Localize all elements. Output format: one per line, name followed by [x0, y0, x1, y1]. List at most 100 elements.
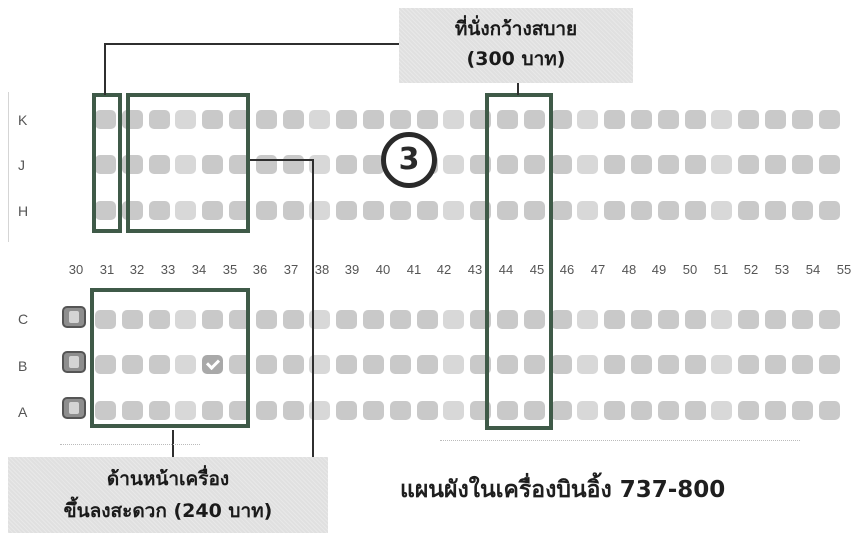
seat[interactable]: [658, 355, 679, 374]
seat[interactable]: [792, 110, 813, 129]
seat[interactable]: [685, 201, 706, 220]
seat[interactable]: [658, 401, 679, 420]
seat[interactable]: [577, 155, 598, 174]
seat[interactable]: [711, 310, 732, 329]
seat[interactable]: [417, 355, 438, 374]
seat[interactable]: [122, 401, 143, 420]
seat[interactable]: [229, 201, 250, 220]
seat[interactable]: [443, 401, 464, 420]
seat[interactable]: [363, 110, 384, 129]
seat[interactable]: [309, 155, 330, 174]
seat[interactable]: [792, 401, 813, 420]
seat[interactable]: [202, 110, 223, 129]
seat[interactable]: [497, 401, 518, 420]
seat[interactable]: [631, 201, 652, 220]
seat[interactable]: [738, 110, 759, 129]
seat[interactable]: [819, 401, 840, 420]
seat[interactable]: [524, 310, 545, 329]
seat[interactable]: [738, 401, 759, 420]
seat[interactable]: [417, 201, 438, 220]
seat[interactable]: [202, 201, 223, 220]
seat[interactable]: [711, 155, 732, 174]
seat[interactable]: [685, 401, 706, 420]
seat[interactable]: [577, 110, 598, 129]
seat[interactable]: [604, 355, 625, 374]
seat[interactable]: [443, 355, 464, 374]
seat[interactable]: [336, 401, 357, 420]
seat[interactable]: [363, 355, 384, 374]
seat[interactable]: [577, 401, 598, 420]
seat[interactable]: [551, 155, 572, 174]
seat[interactable]: [577, 310, 598, 329]
seat[interactable]: [256, 355, 277, 374]
seat[interactable]: [551, 310, 572, 329]
seat[interactable]: [363, 310, 384, 329]
seat[interactable]: [524, 155, 545, 174]
seat[interactable]: [819, 310, 840, 329]
seat[interactable]: [336, 110, 357, 129]
seat[interactable]: [336, 155, 357, 174]
seat[interactable]: [256, 401, 277, 420]
seat[interactable]: [658, 310, 679, 329]
seat[interactable]: [390, 355, 411, 374]
seat[interactable]: [309, 110, 330, 129]
seat[interactable]: [175, 310, 196, 329]
seat[interactable]: [256, 201, 277, 220]
seat[interactable]: [524, 201, 545, 220]
seat[interactable]: [765, 155, 786, 174]
seat[interactable]: [711, 110, 732, 129]
seat[interactable]: [175, 201, 196, 220]
seat[interactable]: [202, 155, 223, 174]
seat[interactable]: [765, 201, 786, 220]
seat[interactable]: [256, 310, 277, 329]
seat[interactable]: [202, 310, 223, 329]
seat[interactable]: [765, 401, 786, 420]
selected-seat-check-icon[interactable]: [202, 355, 223, 374]
seat[interactable]: [685, 155, 706, 174]
seat[interactable]: [658, 110, 679, 129]
seat[interactable]: [685, 310, 706, 329]
seat[interactable]: [149, 310, 170, 329]
seat[interactable]: [443, 155, 464, 174]
seat[interactable]: [390, 110, 411, 129]
seat[interactable]: [792, 355, 813, 374]
seat[interactable]: [256, 155, 277, 174]
seat[interactable]: [390, 201, 411, 220]
seat[interactable]: [363, 201, 384, 220]
seat[interactable]: [792, 201, 813, 220]
seat[interactable]: [309, 310, 330, 329]
seat[interactable]: [336, 201, 357, 220]
seat[interactable]: [551, 201, 572, 220]
seat[interactable]: [229, 155, 250, 174]
seat[interactable]: [765, 355, 786, 374]
seat[interactable]: [175, 401, 196, 420]
seat[interactable]: [283, 201, 304, 220]
seat[interactable]: [524, 110, 545, 129]
seat[interactable]: [604, 401, 625, 420]
seat[interactable]: [792, 155, 813, 174]
seat[interactable]: [309, 401, 330, 420]
seat[interactable]: [443, 201, 464, 220]
seat[interactable]: [202, 401, 223, 420]
seat[interactable]: [631, 401, 652, 420]
seat[interactable]: [390, 401, 411, 420]
seat[interactable]: [443, 110, 464, 129]
seat[interactable]: [604, 110, 625, 129]
seat[interactable]: [738, 355, 759, 374]
seat[interactable]: [95, 155, 116, 174]
seat[interactable]: [95, 355, 116, 374]
seat[interactable]: [577, 355, 598, 374]
seat[interactable]: [149, 401, 170, 420]
seat[interactable]: [685, 110, 706, 129]
seat[interactable]: [417, 401, 438, 420]
seat[interactable]: [149, 201, 170, 220]
seat[interactable]: [631, 110, 652, 129]
seat[interactable]: [524, 355, 545, 374]
seat[interactable]: [149, 355, 170, 374]
seat[interactable]: [122, 310, 143, 329]
seat[interactable]: [711, 355, 732, 374]
seat[interactable]: [792, 310, 813, 329]
seat[interactable]: [95, 201, 116, 220]
seat[interactable]: [765, 310, 786, 329]
seat[interactable]: [497, 201, 518, 220]
